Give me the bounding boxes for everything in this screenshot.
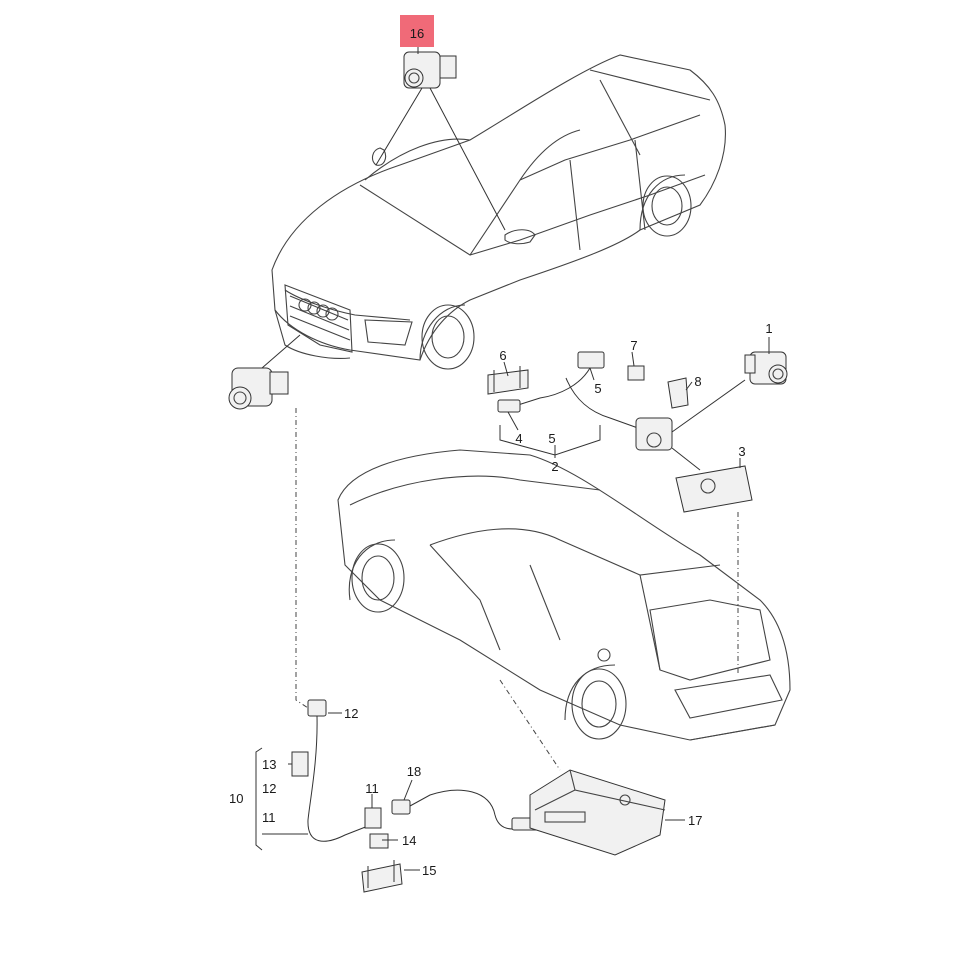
label-6: 6 [499,348,506,363]
dashed-connections [295,408,739,771]
cable-18[interactable] [391,789,543,831]
front-camera-16[interactable] [403,51,457,89]
camera-left[interactable] [228,367,289,410]
clip-14[interactable] [369,833,389,849]
control-unit-17[interactable] [529,769,666,856]
car-rear-view [337,449,791,741]
connector-12[interactable] [307,699,327,717]
rear-camera-3[interactable] [675,465,753,513]
bracket-6[interactable] [487,366,529,395]
clip-7[interactable] [627,365,645,381]
label-13: 13 [262,757,276,772]
label-15: 15 [422,863,436,878]
label-5a: 5 [594,381,601,396]
label-8: 8 [694,374,701,389]
label-17: 17 [688,813,702,828]
label-11a: 11 [262,810,276,825]
label-11b: 11 [365,781,379,796]
label-3: 3 [738,444,745,459]
label-12b: 12 [262,781,276,796]
part-labels: 16 1 6 7 5 8 4 5 2 3 12 13 12 10 11 11 1… [229,26,773,878]
label-1: 1 [765,321,772,336]
label-14: 14 [402,833,416,848]
car-front-view [271,54,726,370]
harness-10[interactable] [291,715,382,842]
holder-8[interactable] [667,377,689,409]
camera-1[interactable] [744,351,788,385]
bracket-15[interactable] [361,860,403,893]
label-18: 18 [407,764,421,779]
leader-lines [255,47,770,871]
label-12a: 12 [344,706,358,721]
item-16-highlight [400,15,434,47]
label-7: 7 [630,338,637,353]
label-16: 16 [410,26,424,41]
label-10: 10 [229,791,243,806]
label-4: 4 [515,431,522,446]
wiring-harness-5[interactable] [497,351,673,451]
label-5b: 5 [548,431,555,446]
label-2: 2 [551,459,558,474]
